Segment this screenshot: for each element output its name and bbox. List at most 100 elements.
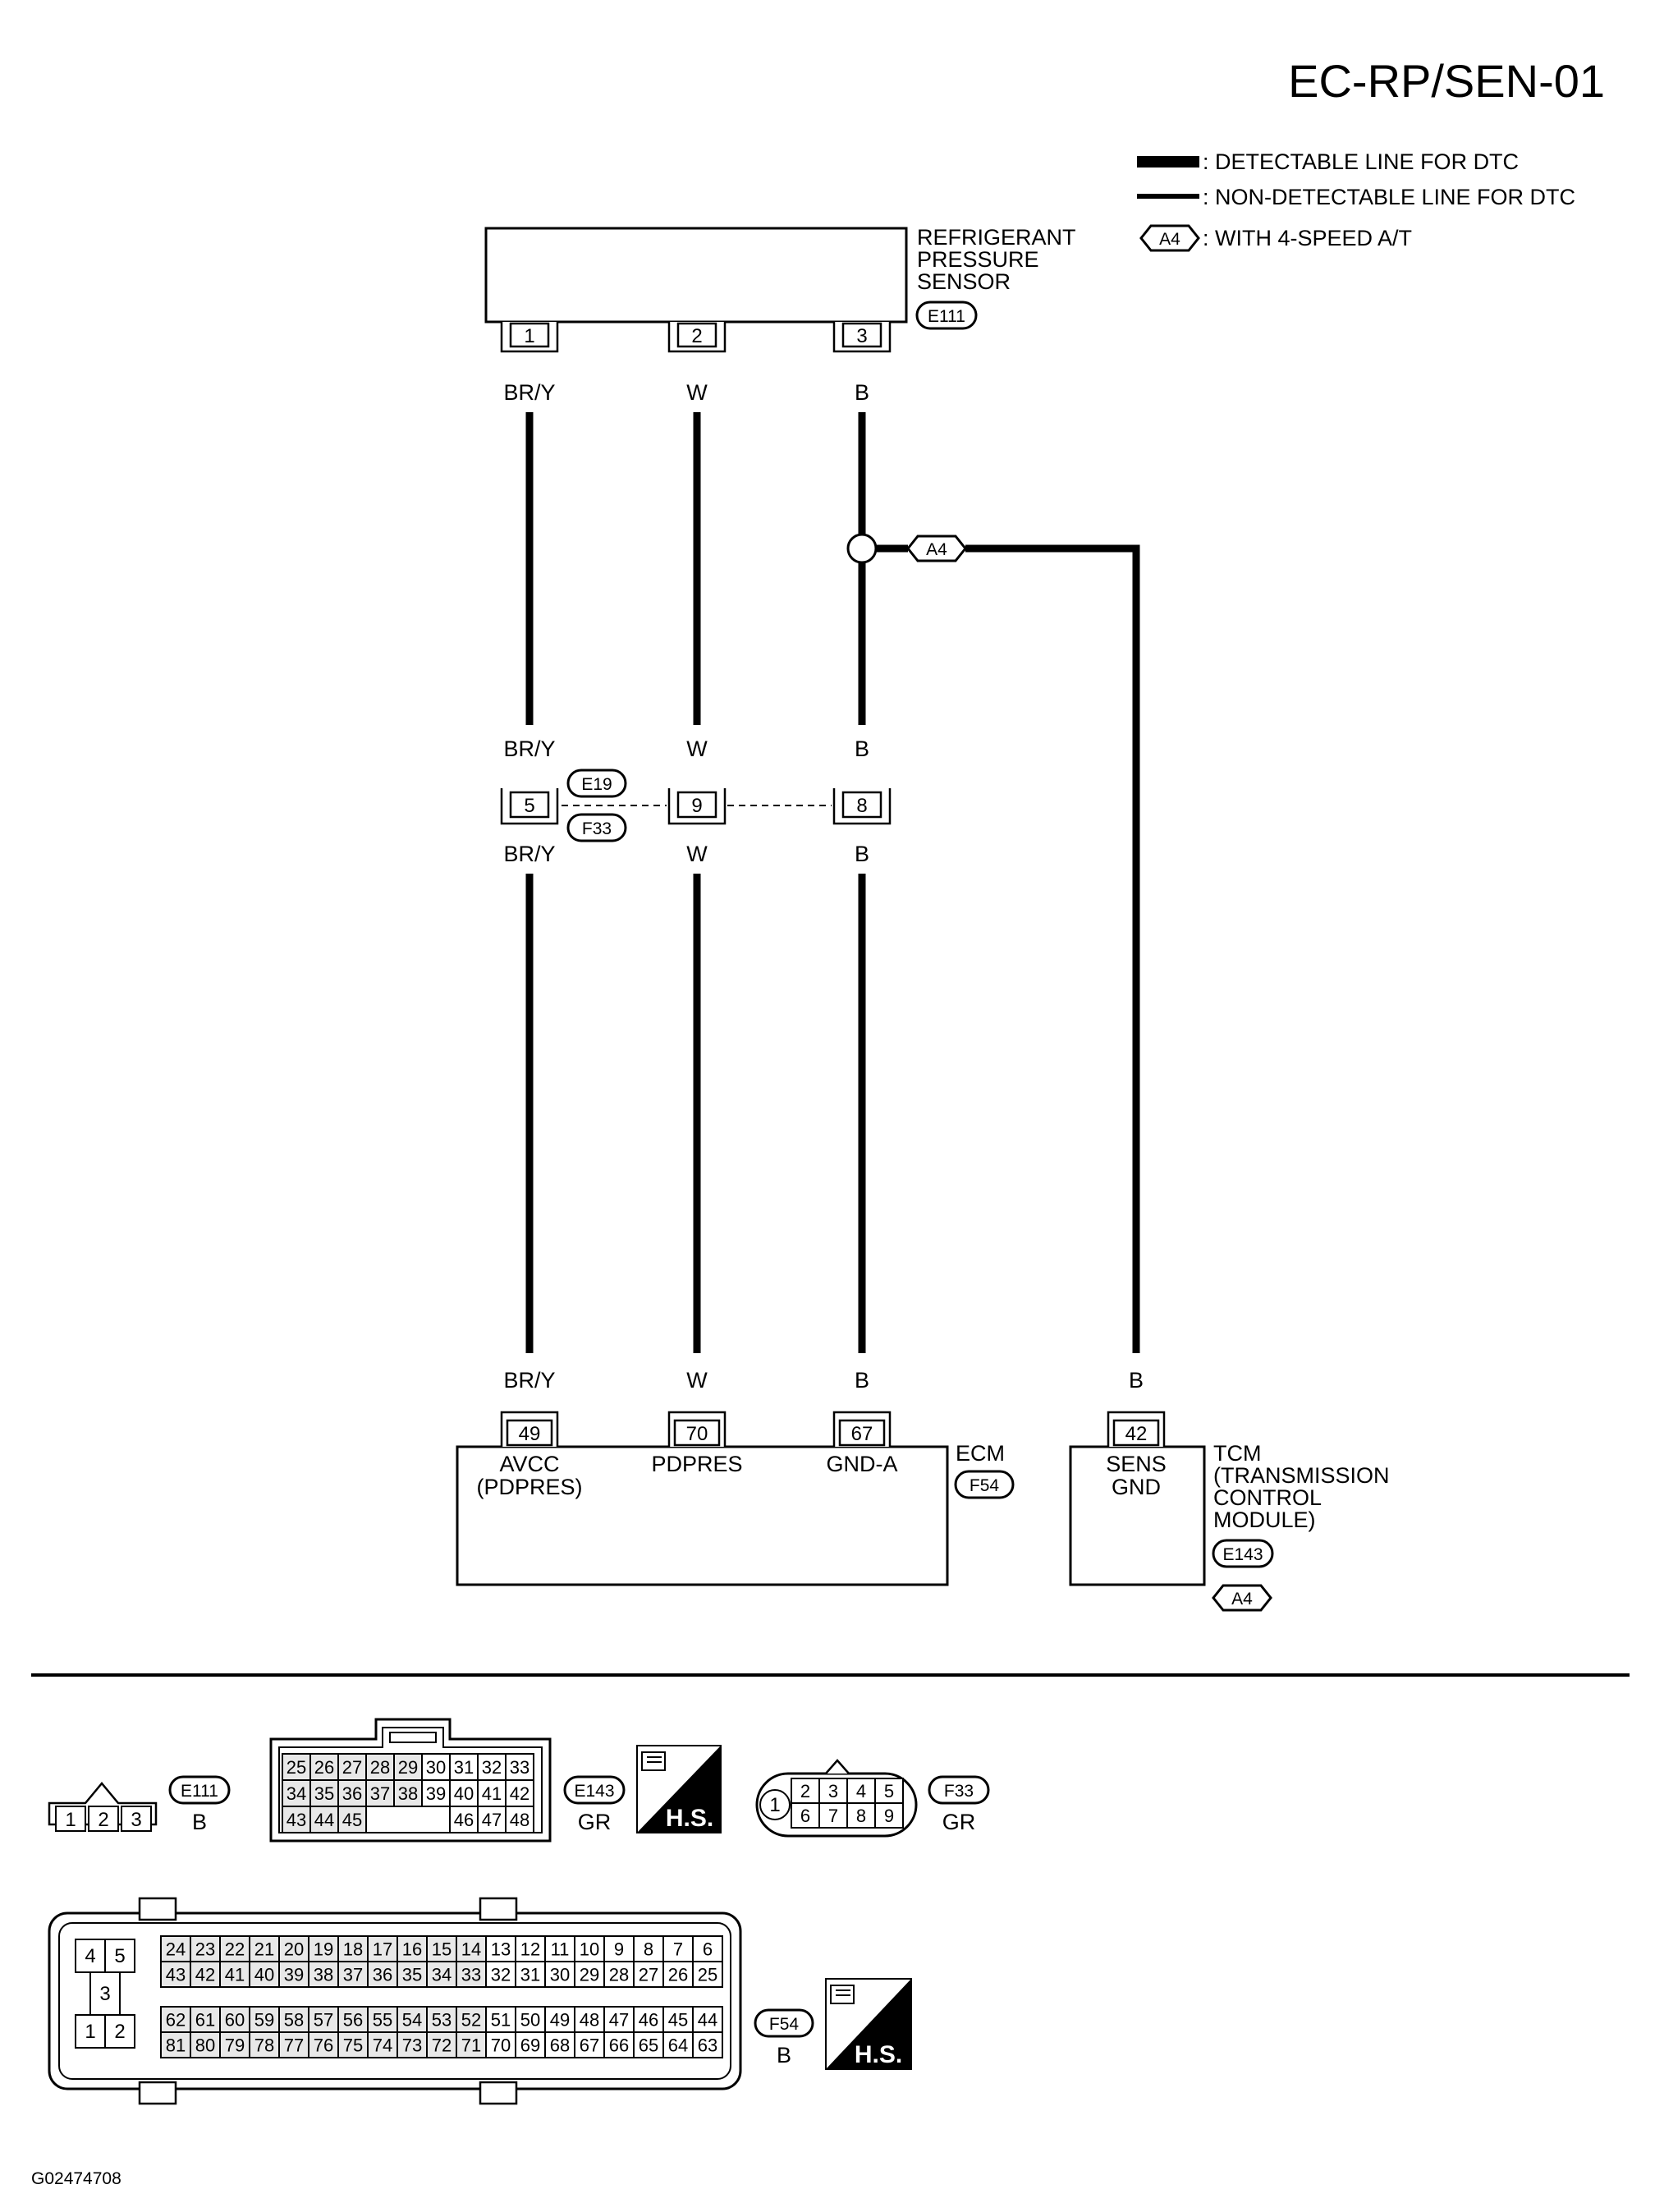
f54-pin-10: 10: [580, 1939, 599, 1960]
sensor-name-3: SENSOR: [917, 269, 1011, 294]
f54-pin-61: 61: [195, 2010, 215, 2031]
f54-hs-label: H.S.: [855, 2041, 902, 2068]
f54-pin-1: 1: [85, 2021, 95, 2043]
wire-color-1-top: BR/Y: [503, 380, 555, 405]
e143-pin-44: 44: [314, 1810, 334, 1830]
legend-a4-tag: [1139, 224, 1200, 252]
footer-code: G02474708: [31, 2169, 121, 2188]
f54-pin-21: 21: [254, 1939, 274, 1960]
f54-pin-6: 6: [703, 1939, 713, 1960]
f54-pin-50: 50: [520, 2010, 540, 2031]
e143-pin-31: 31: [454, 1757, 474, 1778]
e143-pin-29: 29: [398, 1757, 418, 1778]
e111-pin-1: 1: [65, 1809, 76, 1831]
ecm: 49 70 67 AVCC (PDPRES) PDPRES GND-A ECM …: [456, 1411, 1015, 1586]
wire-color-2-top: W: [686, 380, 708, 405]
e143-pin-35-box: [309, 1779, 339, 1807]
e111-pin-3: 3: [131, 1809, 141, 1831]
e143-pin-26: 26: [314, 1757, 334, 1778]
f54-pin-22: 22: [225, 1939, 245, 1960]
e143-pin-25: 25: [287, 1757, 306, 1778]
joint-connector: 5 9 8 E19 F33: [500, 769, 892, 842]
f54-pin-73-box: [397, 2031, 428, 2058]
wire-color-4-tcm: B: [1129, 1368, 1144, 1393]
tcm-connector-tag: [1212, 1539, 1274, 1568]
f33-color: GR: [942, 1810, 976, 1834]
f54-pin-14: 14: [461, 1939, 481, 1960]
e143-pin-28: 28: [370, 1757, 390, 1778]
f33-pin-3-box: [818, 1778, 848, 1804]
joint-pin-9: 9: [691, 795, 702, 817]
f54-pin-75: 75: [343, 2035, 363, 2056]
e143-pin-30: 30: [426, 1757, 446, 1778]
f33-pin-2: 2: [800, 1781, 810, 1801]
e143-pin-47-box: [477, 1806, 507, 1833]
f54-pin-52: 52: [461, 2010, 481, 2031]
f54-pin-62: 62: [166, 2010, 186, 2031]
f54-pin-20: 20: [284, 1939, 304, 1960]
tcm-body: [1069, 1445, 1206, 1586]
f54-pin-44-box: [692, 2006, 723, 2033]
e143-pin-35: 35: [314, 1783, 334, 1804]
f54-pin-63-box: [692, 2031, 723, 2058]
e143-pin-33: 33: [510, 1757, 529, 1778]
f54-pin-43: 43: [166, 1965, 186, 1985]
e143-pin-42-box: [505, 1779, 534, 1807]
tcm: 42 SENS GND TCM (TRANSMISSION CONTROL MO…: [1069, 1411, 1390, 1612]
f54-pin-9-box: [603, 1935, 635, 1962]
tcm-connector-id: E143: [1222, 1545, 1263, 1564]
f54-pin-8: 8: [644, 1939, 653, 1960]
wire-color-1-joint-top: BR/Y: [503, 737, 555, 761]
f54-pin-37: 37: [343, 1965, 363, 1985]
f54-pin-16: 16: [402, 1939, 422, 1960]
f54-pin-30: 30: [550, 1965, 570, 1985]
f54-pin-33-box: [456, 1961, 487, 1988]
tcm-term-sens: SENS: [1106, 1452, 1167, 1476]
f54-pin-54: 54: [402, 2010, 422, 2031]
e143-hs-icon: H.S.: [636, 1745, 722, 1833]
f54-pin-78-box: [249, 2031, 280, 2058]
sensor-pin-2: 2: [691, 325, 702, 347]
e111-id: E111: [181, 1782, 218, 1801]
f54-pin-51: 51: [491, 2010, 511, 2031]
f54-color: B: [777, 2043, 791, 2067]
f54-pin-55-box: [367, 2006, 398, 2033]
f54-pin-17: 17: [373, 1939, 392, 1960]
e111-pin-2: 2: [98, 1809, 108, 1831]
f54-pin-47: 47: [609, 2010, 629, 2031]
f33-pin-5-box: [874, 1778, 904, 1804]
e143-pin-43-box: [282, 1806, 311, 1833]
f54-pin-53: 53: [432, 2010, 452, 2031]
f54-pin-72: 72: [432, 2035, 452, 2056]
tcm-name-2: (TRANSMISSION: [1213, 1463, 1390, 1488]
f54-pin-77-box: [278, 2031, 309, 2058]
f54-pin-35: 35: [402, 1965, 422, 1985]
f54-pin-11-box: [544, 1935, 575, 1962]
e143-pin-34: 34: [287, 1783, 306, 1804]
f54-pin-31: 31: [520, 1965, 540, 1985]
f54-pin-57: 57: [314, 2010, 333, 2031]
f54-pin-58: 58: [284, 2010, 304, 2031]
f54-pin-42: 42: [195, 1965, 215, 1985]
legend-a4-text: : WITH 4-SPEED A/T: [1203, 226, 1412, 250]
wire-color-3-joint-bottom: B: [855, 842, 869, 866]
f54-id: F54: [769, 2015, 800, 2034]
e143-pin-36: 36: [342, 1783, 362, 1804]
f54-pin-36-box: [367, 1961, 398, 1988]
e143-pin-42: 42: [510, 1783, 529, 1804]
tcm-term-gnd: GND: [1112, 1475, 1161, 1499]
wire-color-2-joint-top: W: [686, 737, 708, 761]
e143-pin-40: 40: [454, 1783, 474, 1804]
f54-pin-64: 64: [668, 2035, 688, 2056]
f54-pin-50-box: [515, 2006, 546, 2033]
ecm-body: [456, 1445, 949, 1586]
f54-pin-71-box: [456, 2031, 487, 2058]
f33-id: F33: [944, 1782, 974, 1801]
f54-pin-9: 9: [614, 1939, 624, 1960]
f54-pin-40: 40: [254, 1965, 274, 1985]
f54-pin-15: 15: [432, 1939, 452, 1960]
f54-pin-77: 77: [284, 2035, 304, 2056]
f54-pin-2: 2: [114, 2021, 125, 2043]
legend-thin-line: [1137, 194, 1199, 199]
